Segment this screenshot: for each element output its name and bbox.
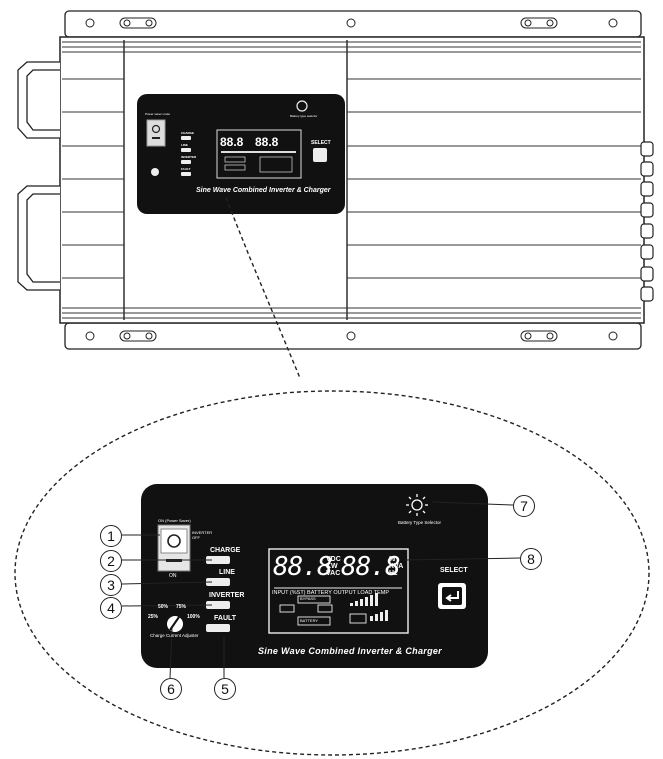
fault-led-label: FAULT (214, 615, 237, 622)
lcd-unit-percent: % (389, 556, 396, 563)
small-select-label: SELECT (311, 140, 331, 146)
callout-7: 7 (513, 495, 535, 517)
callout-leaders (121, 501, 521, 679)
lcd-unit-vdc: VDC (326, 556, 341, 563)
knob-75-label: 75% (176, 604, 187, 610)
callout-2-number: 2 (107, 553, 115, 569)
battery-type-selector-label: Battery Type Selector (398, 520, 441, 525)
lcd-bypass-label: BYPASS (300, 596, 316, 601)
bottom-flange (64, 322, 642, 350)
lcd-status-row: INPUT (%ST) BATTERY OUTPUT LOAD TEMP (272, 590, 390, 596)
panel-title: Sine Wave Combined Inverter & Charger (258, 646, 442, 656)
knob-50-label: 50% (158, 604, 169, 610)
small-line-label: LINE (181, 143, 188, 147)
inverter-led-label: INVERTER (209, 592, 245, 599)
lcd-units-right: % KVA Hz (389, 556, 403, 577)
svg-text:88.8: 88.8 (255, 135, 279, 149)
small-panel-title: Sine Wave Combined Inverter & Charger (196, 187, 331, 194)
left-handle-bottom (17, 185, 60, 291)
charge-led-label: CHARGE (210, 547, 241, 554)
top-flange (64, 10, 642, 38)
callout-1: 1 (100, 525, 122, 547)
select-label: SELECT (440, 567, 468, 574)
callout-5: 5 (214, 678, 236, 700)
lcd-digits-right: 88.8 (341, 552, 401, 582)
callout-5-number: 5 (221, 681, 229, 697)
line-led-label: LINE (219, 569, 235, 576)
callout-3: 3 (100, 574, 122, 596)
switch-on-label: ON (169, 573, 177, 579)
small-inverter-label: INVERTER (181, 155, 197, 159)
knob-100-label: 100% (187, 614, 200, 620)
lcd-digits-left: 88.8 (273, 552, 333, 582)
callout-3-number: 3 (107, 577, 115, 593)
callout-8-number: 8 (527, 551, 535, 567)
zoom-leader (14, 197, 650, 756)
callout-6: 6 (160, 678, 182, 700)
callout-7-number: 7 (520, 498, 528, 514)
knob-25-label: 25% (148, 614, 159, 620)
lcd-unit-vac: VAC (326, 570, 341, 577)
right-terminals (640, 141, 654, 302)
small-charge-label: CHARGE (181, 131, 195, 135)
charge-current-adjuster-label: Charge Current Adjuster (150, 633, 199, 638)
lcd-units-left: VDC KW VAC (326, 556, 341, 577)
lcd-unit-hz: Hz (389, 570, 398, 577)
small-battery-type-label: Battery type selector (290, 114, 318, 118)
switch-off-label: INVERTER OFF (192, 530, 213, 540)
small-control-panel: 88.8 88.8 (137, 94, 345, 214)
small-fault-label: FAULT (181, 167, 191, 171)
callout-8: 8 (520, 548, 542, 570)
switch-label: ON (Power Saver) (158, 518, 191, 523)
callout-2: 2 (100, 550, 122, 572)
callout-4: 4 (100, 597, 122, 619)
small-power-saver-label: Power saver mode (145, 112, 171, 116)
callout-4-number: 4 (107, 600, 115, 616)
enlarged-control-panel (141, 484, 488, 668)
svg-text:88.8: 88.8 (220, 135, 244, 149)
callout-1-number: 1 (107, 528, 115, 544)
left-handle-top (17, 61, 60, 139)
lcd-unit-kw: KW (326, 563, 338, 570)
callout-6-number: 6 (167, 681, 175, 697)
lcd-unit-kva: KVA (389, 563, 404, 570)
lcd-battery-label: BATTERY (300, 618, 319, 623)
